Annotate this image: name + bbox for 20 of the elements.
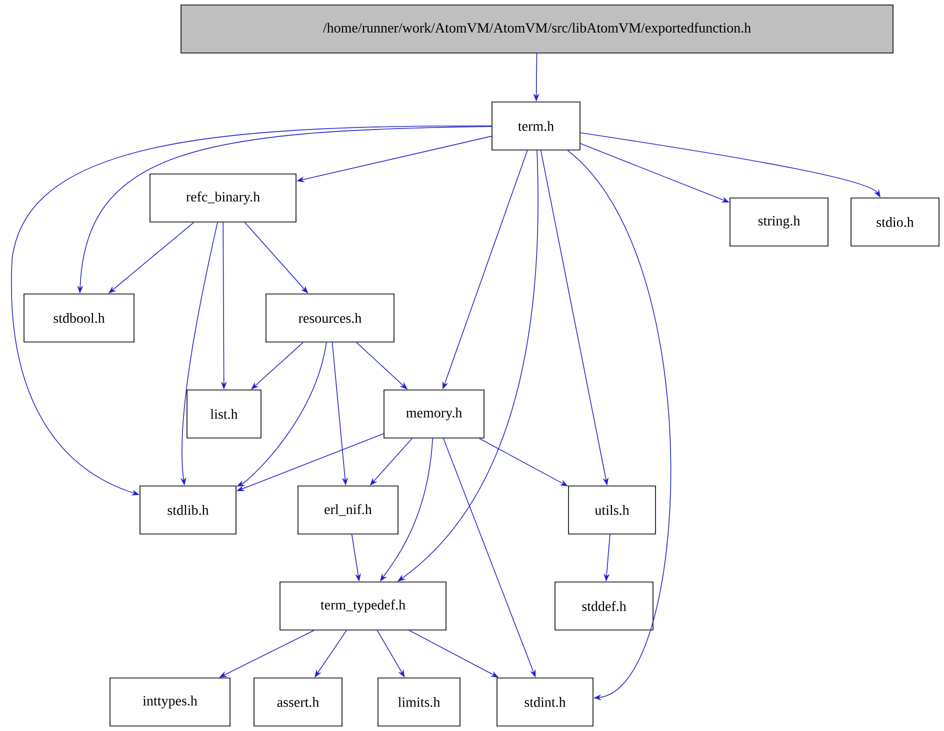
file-box: resources.h [266, 294, 394, 342]
file-box: utils.h [568, 486, 656, 534]
file-box: memory.h [384, 390, 484, 438]
file-box: stddef.h [554, 582, 654, 630]
file-box: term_typedef.h [280, 582, 446, 630]
arrow [11, 125, 492, 496]
file-box: erl_nif.h [298, 486, 398, 534]
file-box: limits.h [378, 678, 460, 726]
file-box: stdio.h [850, 198, 940, 246]
file-box: assert.h [254, 678, 342, 726]
file-box: list.h [186, 390, 262, 438]
file-box: stdint.h [496, 678, 594, 726]
file-box: inttypes.h [110, 678, 230, 726]
file-box: refc_binary.h [150, 174, 296, 222]
file-box: term.h [492, 102, 580, 150]
file-box: stdbool.h [24, 294, 134, 342]
file-box: /home/runner/work/AtomVM/AtomVM/src/libAtomVM/exportedfunction.h [180, 4, 894, 54]
file-box: stdlib.h [140, 486, 236, 534]
arrow [567, 150, 672, 700]
file-box: string.h [730, 198, 828, 246]
